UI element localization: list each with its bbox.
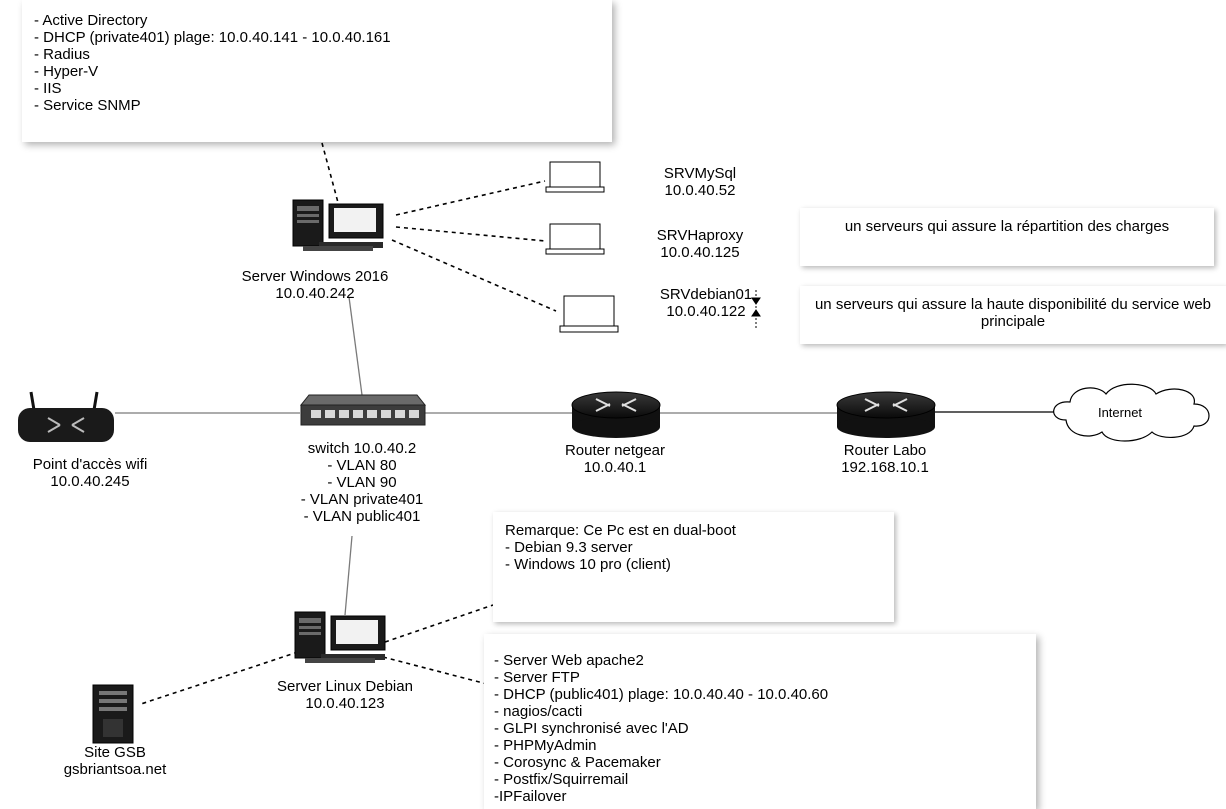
srv-mysql-terminal-icon <box>545 161 605 193</box>
haproxy-note-text: un serveurs qui assure la répartition de… <box>844 218 1170 235</box>
roles-line: - Hyper-V <box>34 63 99 80</box>
linux-roles-box: - Server Web apache2 - Server FTP - DHCP… <box>484 634 1036 809</box>
debian-note-text: un serveurs qui assure la haute disponib… <box>814 296 1212 330</box>
switch-vlan: - VLAN private401 <box>300 491 424 508</box>
srv-debian01-terminal-icon <box>559 295 619 333</box>
switch-name: switch 10.0.40.2 <box>307 440 417 457</box>
dualboot-line: - Debian 9.3 server <box>505 539 633 556</box>
switch-vlan: - VLAN 90 <box>327 474 397 491</box>
site-gsb-domain: gsbriantsoa.net <box>63 761 167 778</box>
link-rolesbox-windows <box>321 142 341 211</box>
site-gsb-label: Site GSB gsbriantsoa.net <box>30 744 200 778</box>
srv-haproxy-name: SRVHaproxy <box>656 227 744 244</box>
srv-mysql-ip: 10.0.40.52 <box>664 182 736 199</box>
linux-role-line: - GLPI synchronisé avec l'AD <box>494 720 689 737</box>
server-windows-name: Server Windows 2016 <box>241 268 389 285</box>
server-linux-label: Server Linux Debian 10.0.40.123 <box>225 678 465 712</box>
link-linux-dualboot <box>384 604 494 643</box>
windows-roles-box: - Active Directory - DHCP (private401) p… <box>22 0 612 142</box>
link-windows-mysql <box>395 180 546 216</box>
srv-mysql-name: SRVMySql <box>663 165 737 182</box>
server-linux-workstation-icon <box>294 611 386 663</box>
linux-role-line: - nagios/cacti <box>494 703 583 720</box>
wifi-ap-ip: 10.0.40.245 <box>50 473 130 490</box>
wifi-router-icon <box>18 391 114 442</box>
srv-haproxy-label: SRVHaproxy 10.0.40.125 <box>620 227 780 261</box>
linux-role-line: - Server Web apache2 <box>494 652 644 669</box>
link-windows-haproxy <box>395 226 546 242</box>
srv-debian01-name: SRVdebian01 <box>659 286 753 303</box>
router-netgear-icon <box>571 391 661 438</box>
linux-role-line: - PHPMyAdmin <box>494 737 597 754</box>
dualboot-line: Remarque: Ce Pc est en dual-boot <box>505 522 736 539</box>
roles-line: - Radius <box>34 46 90 63</box>
internet-cloud-icon <box>1053 383 1210 442</box>
link-linux-gsb <box>140 651 299 705</box>
selection-handle-icon <box>751 290 761 330</box>
link-switch-linux <box>344 535 353 616</box>
roles-line: - IIS <box>34 80 62 97</box>
site-gsb-name: Site GSB <box>84 744 146 761</box>
linux-role-line: - DHCP (public401) plage: 10.0.40.40 - 1… <box>494 686 829 703</box>
linux-role-line: - Server FTP <box>494 669 580 686</box>
server-linux-name: Server Linux Debian <box>277 678 413 695</box>
server-windows-ip: 10.0.40.242 <box>275 285 355 302</box>
srv-haproxy-ip: 10.0.40.125 <box>660 244 740 261</box>
linux-role-line: -IPFailover <box>494 788 567 805</box>
srv-debian01-ip: 10.0.40.122 <box>666 303 746 320</box>
link-windows-switch <box>348 296 363 396</box>
dualboot-note: Remarque: Ce Pc est en dual-boot - Debia… <box>493 512 894 622</box>
switch-icon <box>299 394 427 426</box>
roles-line: - DHCP (private401) plage: 10.0.40.141 -… <box>34 29 391 46</box>
server-windows-workstation-icon <box>292 199 384 251</box>
link-windows-debian <box>391 239 557 312</box>
router-netgear-name: Router netgear <box>564 442 666 459</box>
dualboot-line: - Windows 10 pro (client) <box>505 556 671 573</box>
haproxy-note: un serveurs qui assure la répartition de… <box>800 208 1214 266</box>
router-labo-name: Router Labo <box>843 442 927 459</box>
server-tower-icon <box>92 684 134 744</box>
internet-label: Internet <box>1097 405 1143 420</box>
roles-line: - Service SNMP <box>34 97 141 114</box>
server-linux-ip: 10.0.40.123 <box>305 695 385 712</box>
wifi-ap-label: Point d'accès wifi 10.0.40.245 <box>0 456 180 490</box>
srv-mysql-label: SRVMySql 10.0.40.52 <box>620 165 780 199</box>
server-windows-label: Server Windows 2016 10.0.40.242 <box>195 268 435 302</box>
debian-note: un serveurs qui assure la haute disponib… <box>800 286 1226 344</box>
roles-line: - Active Directory <box>34 12 148 29</box>
linux-role-line: - Postfix/Squirremail <box>494 771 629 788</box>
wifi-ap-name: Point d'accès wifi <box>32 456 148 473</box>
router-netgear-label: Router netgear 10.0.40.1 <box>530 442 700 476</box>
router-labo-icon <box>836 391 936 438</box>
router-netgear-ip: 10.0.40.1 <box>583 459 647 476</box>
srv-haproxy-terminal-icon <box>545 223 605 255</box>
router-labo-ip: 192.168.10.1 <box>841 459 929 476</box>
switch-vlan: - VLAN public401 <box>303 508 421 525</box>
link-linux-rolesbox <box>382 656 488 685</box>
router-labo-label: Router Labo 192.168.10.1 <box>795 442 975 476</box>
srv-debian01-label: SRVdebian01 10.0.40.122 <box>626 286 786 320</box>
switch-vlan: - VLAN 80 <box>327 457 397 474</box>
linux-role-line: - Corosync & Pacemaker <box>494 754 661 771</box>
switch-label: switch 10.0.40.2 - VLAN 80 - VLAN 90 - V… <box>262 440 462 525</box>
